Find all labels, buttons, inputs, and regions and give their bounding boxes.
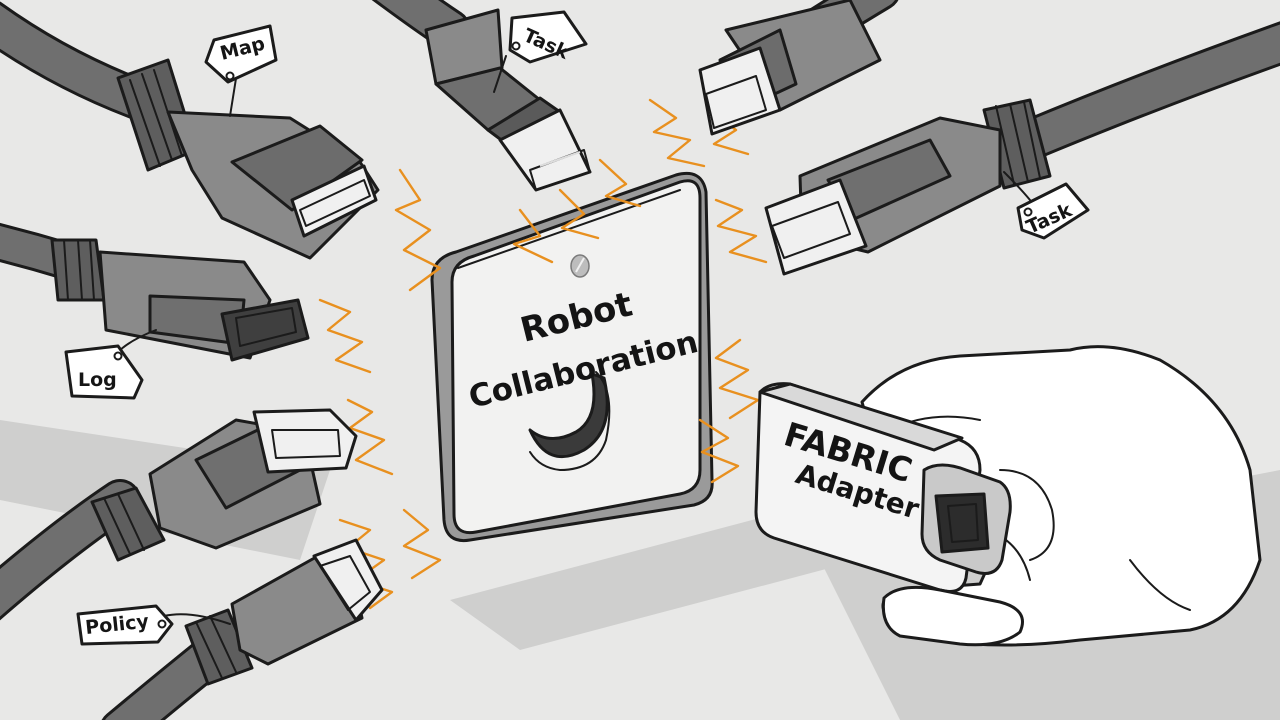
- tag-map: Map: [204, 24, 278, 117]
- fabric-adapter: FABRIC Adapter: [754, 345, 1262, 647]
- top-right-connector: [698, 0, 899, 136]
- collaboration-hub: Robot Collaboration: [430, 171, 714, 543]
- log-connector: [0, 222, 310, 362]
- task-right-connector: [764, 21, 1280, 276]
- policy-connector: [101, 538, 384, 720]
- hub-logo-icon: [570, 254, 590, 278]
- lower-left-connector: [0, 408, 358, 621]
- tag-task-right: Task: [1003, 171, 1090, 240]
- connection-sparks: [318, 98, 768, 610]
- tag-log-label: Log: [78, 369, 117, 391]
- tag-log: Log: [64, 329, 157, 400]
- map-connector: [0, 1, 380, 260]
- tag-policy: Policy: [76, 604, 231, 646]
- tag-task-top: Task: [493, 10, 588, 93]
